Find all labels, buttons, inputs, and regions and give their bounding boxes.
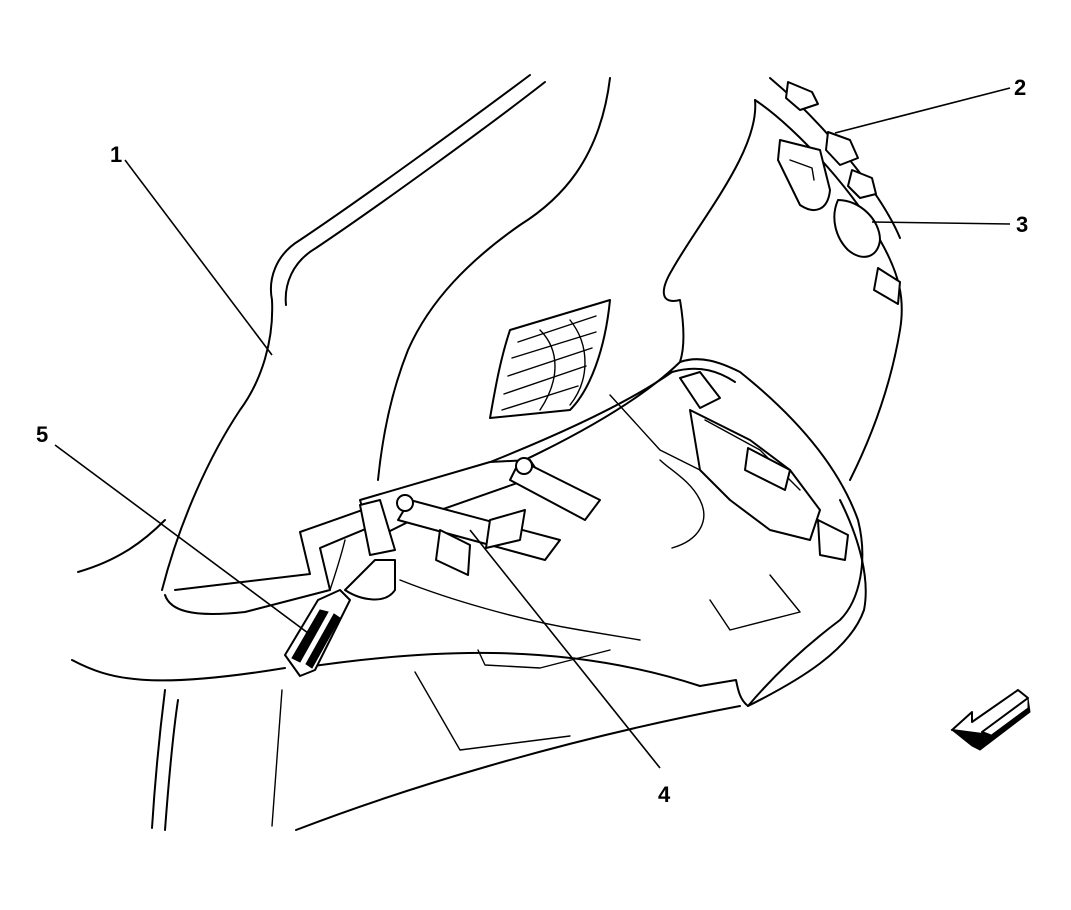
arrow-forward-icon xyxy=(950,689,1031,751)
callout-1: 1 xyxy=(110,142,122,167)
harness-connector xyxy=(271,539,351,827)
cargo-floor xyxy=(164,358,864,831)
center-vent-grille xyxy=(489,299,611,419)
left-quarter-trim-panel xyxy=(71,74,611,831)
leader-line-2 xyxy=(834,87,1011,134)
leader-lines xyxy=(54,87,1011,769)
leader-line-3 xyxy=(871,221,1011,225)
leader-line-5 xyxy=(54,444,313,637)
right-quarter-trim-panel xyxy=(662,77,903,707)
callout-4: 4 xyxy=(658,782,671,807)
callout-2: 2 xyxy=(1014,75,1026,100)
callout-3: 3 xyxy=(1016,212,1028,237)
floor-rails xyxy=(344,371,849,601)
leader-line-1 xyxy=(124,159,273,356)
leader-line-4 xyxy=(469,529,661,769)
callout-5: 5 xyxy=(36,422,48,447)
callout-labels: 1 2 3 4 5 xyxy=(36,75,1028,807)
